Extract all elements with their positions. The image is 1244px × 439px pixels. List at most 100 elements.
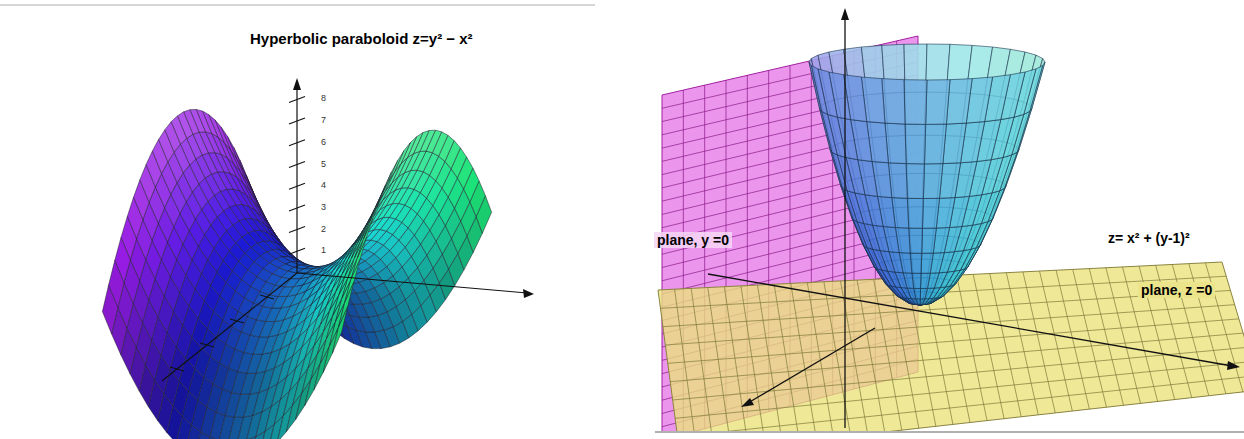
baseline: [655, 431, 1244, 433]
grid-line: [824, 282, 851, 432]
surface-patch: [395, 143, 411, 172]
axis-tick-label: 2: [321, 224, 326, 234]
grid-line: [957, 275, 987, 420]
grid-line: [940, 276, 970, 423]
axis-tick-label: 4: [321, 180, 326, 190]
axis-tick-label: 5: [321, 159, 326, 169]
surface-patch: [920, 299, 925, 305]
grid-line: [923, 277, 953, 425]
plot-title: Hyperbolic paraboloid z=y² − x²: [250, 30, 473, 47]
tick-mark: [200, 343, 214, 347]
surface-patch: [386, 164, 401, 191]
tick-mark: [289, 183, 305, 189]
arrowhead: [1227, 361, 1240, 370]
surface-patch: [323, 327, 338, 373]
plane-z0: [658, 262, 1244, 432]
surface-patch: [357, 218, 373, 258]
surface-patch: [921, 253, 933, 273]
tick-mark: [289, 248, 305, 254]
grid-line: [1106, 268, 1141, 404]
tick-mark: [170, 367, 184, 371]
grid-line: [774, 284, 799, 432]
plane-fill: [658, 262, 1244, 432]
surface-patch: [923, 198, 940, 228]
surface-patch: [351, 237, 367, 279]
surface-patch: [943, 123, 966, 164]
surface-patch: [921, 273, 931, 288]
grid-line: [973, 274, 1004, 418]
axis-tick-label: 7: [321, 115, 326, 125]
left-axes: [162, 78, 534, 381]
surface-patch: [305, 363, 321, 405]
surface-patch: [920, 288, 927, 299]
surface-patch: [923, 164, 943, 199]
axis-tick-label: 8: [321, 93, 326, 103]
tick-mark: [289, 205, 305, 211]
tick-mark: [289, 118, 305, 124]
grid-line: [791, 283, 817, 432]
z-axis: [844, 16, 845, 428]
tick-mark: [289, 96, 305, 102]
grid-line: [1089, 269, 1123, 406]
plane-label: plane, y =0: [654, 232, 732, 248]
grid-line: [1006, 273, 1038, 415]
grid-line: [668, 319, 1239, 363]
arrowhead: [741, 398, 754, 407]
surface-patch: [906, 164, 924, 199]
surface-patch: [905, 124, 926, 164]
y-axis: [708, 274, 1232, 366]
grid-line: [673, 347, 1244, 400]
surface-patch: [401, 137, 417, 164]
grid-line: [675, 362, 1244, 419]
surface-patch: [348, 239, 363, 277]
surface-patch: [822, 111, 838, 155]
grid-line: [1023, 272, 1055, 413]
arrowhead: [293, 78, 301, 90]
arrowhead: [523, 289, 534, 298]
grid-line: [675, 289, 697, 432]
surface-patch: [389, 151, 405, 182]
separator-line: [0, 4, 595, 6]
tick-mark: [260, 295, 274, 299]
grid-line: [1040, 271, 1073, 411]
right-plot: [658, 8, 1244, 432]
grid-line: [665, 305, 1234, 345]
surface-patch: [909, 228, 923, 253]
z-axis: [296, 86, 297, 273]
x-axis: [748, 328, 875, 403]
tick-mark: [289, 162, 305, 168]
grid-line: [670, 333, 1243, 382]
grid-line: [907, 278, 936, 427]
surface-patch: [377, 183, 393, 208]
tick-mark: [230, 319, 244, 323]
plane-label: plane, z =0: [1138, 282, 1215, 298]
grid-line: [678, 376, 1244, 432]
surface-patch: [925, 124, 947, 164]
surface-patch: [922, 228, 937, 253]
surface-patch: [904, 80, 927, 125]
axis-tick-label: 6: [321, 137, 326, 147]
equation-label: z= x² + (y-1)²: [1108, 230, 1190, 246]
grid-line: [874, 279, 902, 430]
surface-patch: [314, 346, 330, 390]
arrowhead: [841, 8, 849, 20]
axis-tick-label: 1: [321, 245, 326, 255]
grid-line: [990, 274, 1021, 417]
surface-patch: [907, 198, 923, 228]
surface-patch: [809, 62, 822, 111]
tick-mark: [289, 140, 305, 146]
surface-patch: [882, 79, 905, 125]
surface-patch: [165, 122, 181, 152]
y-axis: [297, 273, 527, 293]
surface-patch: [332, 306, 348, 354]
surface-patch: [926, 80, 950, 125]
tick-mark: [289, 227, 305, 233]
right-axes: [708, 8, 1240, 428]
x-axis: [162, 273, 297, 381]
grid-line: [807, 283, 833, 432]
axis-tick-label: 3: [321, 202, 326, 212]
grid-line: [890, 278, 919, 428]
surface-patch: [946, 79, 972, 125]
